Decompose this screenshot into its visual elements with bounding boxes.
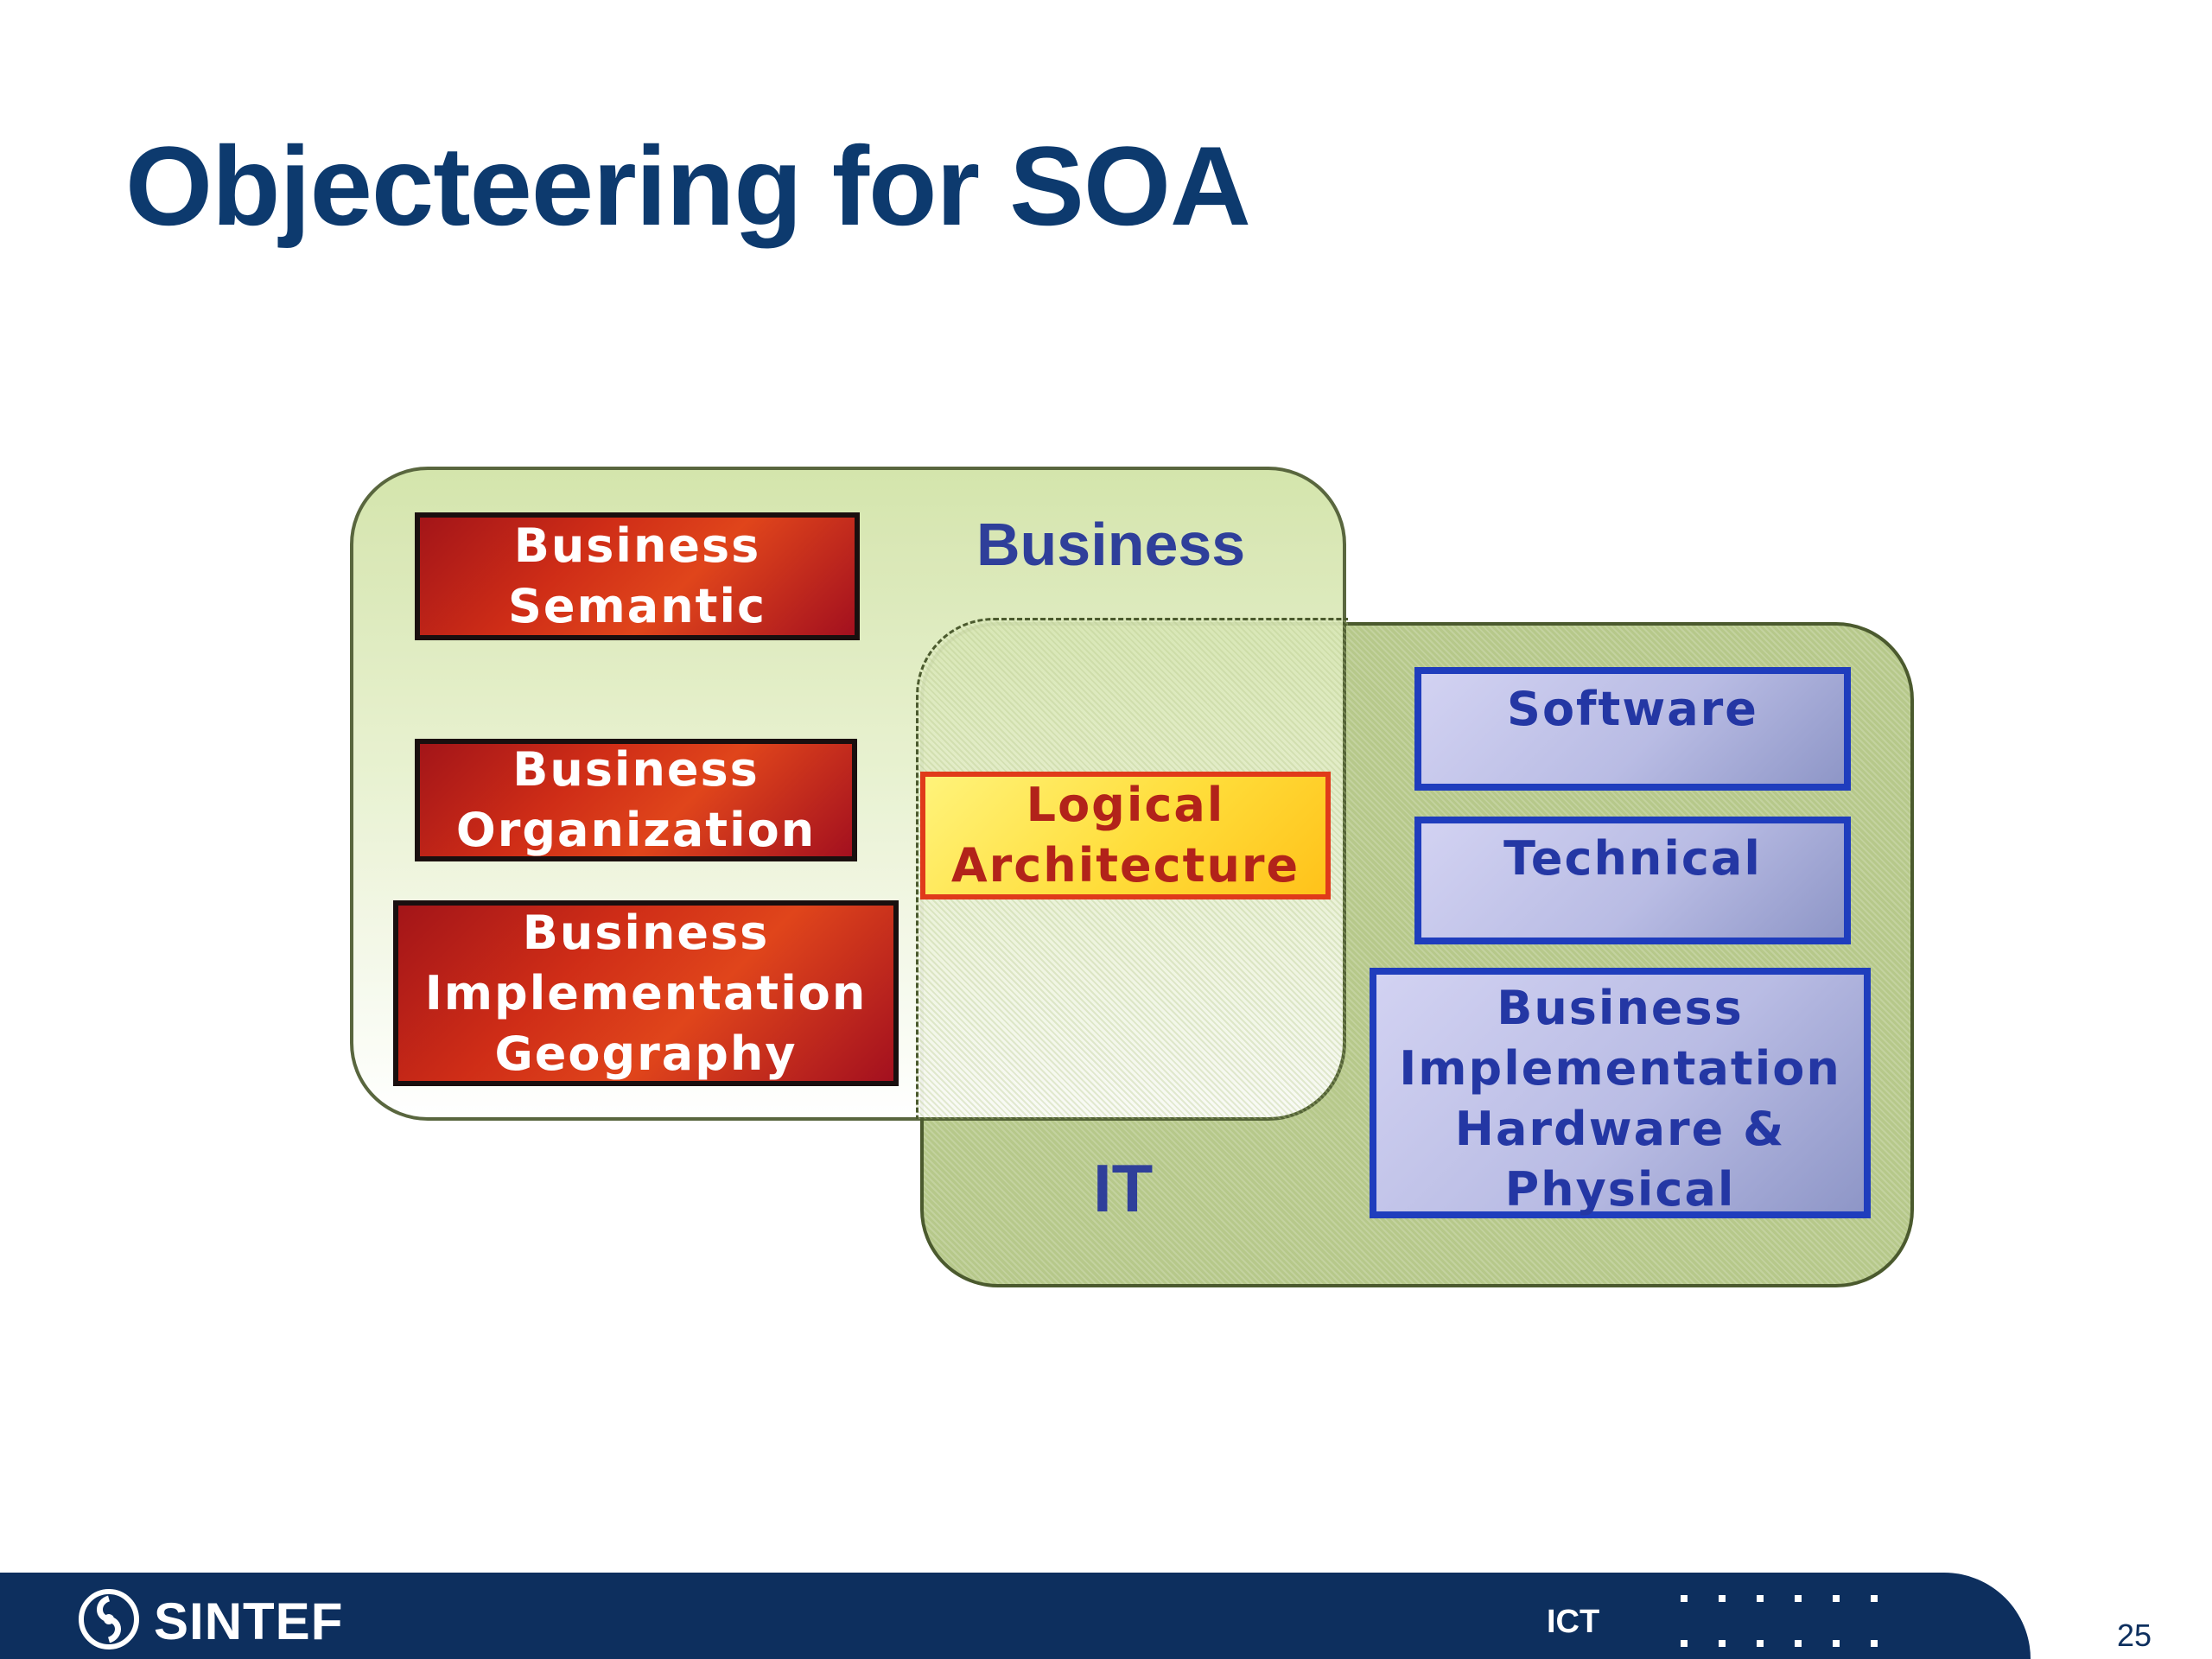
- business-organization-box: Business Organization: [415, 739, 857, 861]
- business-implementation-hardware-physical-label: Business Implementation Hardware & Physi…: [1399, 981, 1841, 1217]
- footer-unit: ICT: [1547, 1604, 1600, 1640]
- technical-label: Technical: [1503, 831, 1762, 886]
- technical-box: Technical: [1414, 817, 1851, 944]
- business-implementation-geography-label: Business Implementation Geography: [424, 905, 868, 1081]
- business-region-label: Business: [976, 511, 1246, 578]
- logical-architecture-box: Logical Architecture: [920, 772, 1331, 899]
- business-implementation-hardware-physical-box: Business Implementation Hardware & Physi…: [1370, 968, 1871, 1218]
- software-box: Software: [1414, 667, 1851, 791]
- business-implementation-geography-box: Business Implementation Geography: [393, 900, 899, 1086]
- page-number: 25: [2117, 1618, 2152, 1653]
- dot-grid-icon: [1681, 1595, 1878, 1647]
- slide-title: Objecteering for SOA: [125, 123, 1251, 249]
- business-semantic-label: Business Semantic: [508, 518, 766, 633]
- business-semantic-box: Business Semantic: [415, 512, 860, 640]
- footer-bar: [0, 1573, 2031, 1659]
- business-organization-label: Business Organization: [455, 742, 817, 857]
- logical-architecture-label: Logical Architecture: [950, 778, 1300, 893]
- it-region-label: IT: [1093, 1150, 1154, 1226]
- footer-brand: SINTEF: [154, 1592, 344, 1650]
- software-label: Software: [1507, 682, 1758, 736]
- sintef-swirl-icon: [79, 1589, 139, 1649]
